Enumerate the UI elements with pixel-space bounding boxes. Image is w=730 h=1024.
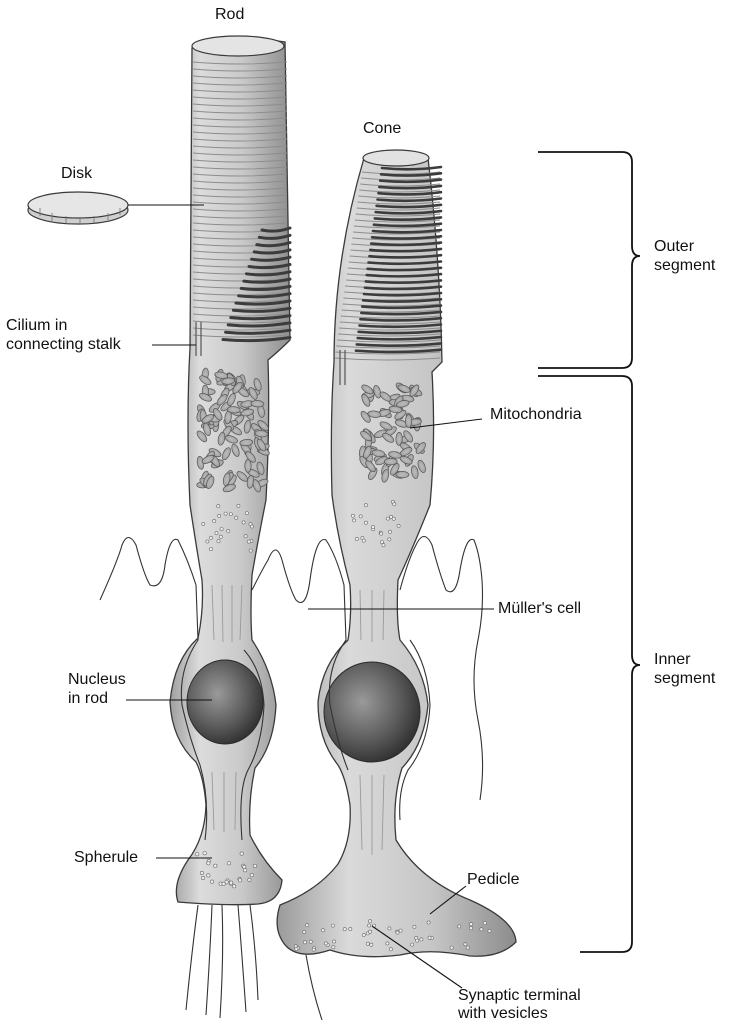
synaptic-leader [371,925,463,989]
rod-label: Rod [215,6,244,23]
mitochondria-label: Mitochondria [490,406,582,423]
nucleus-label-line1: Nucleus [68,671,126,688]
cone-mitochondria [358,382,426,483]
inner-segment-label-line2: segment [654,670,716,687]
pedicle-label: Pedicle [467,871,520,888]
labels: Rod Cone Disk Cilium in connecting stalk… [6,6,716,1022]
rod-cell [169,35,292,1019]
spherule-vesicles [195,851,258,889]
cone-axon-fiber [305,954,323,1021]
cone-label: Cone [363,120,401,137]
disk-label: Disk [61,165,93,182]
cone-nucleus [323,661,421,763]
outer-segment-label-line2: segment [654,257,716,274]
cone-granules [350,499,401,548]
rod-stalk-fibers [211,584,243,832]
outer-segment-label-line1: Outer [654,238,695,255]
rod-axon-fibers [185,904,259,1019]
inner-segment-label-line1: Inner [654,651,691,668]
rod-exposed-disks [221,226,292,343]
cone-top [362,149,430,167]
isolated-disk [27,191,129,225]
synaptic-label-line2: with vesicles [457,1005,548,1022]
rod-disk-stack [192,61,288,338]
leader-lines [126,204,494,989]
cone-stalk-fibers [359,589,385,855]
rod-nucleus [186,659,264,745]
cone-cell [276,149,517,1021]
pedicle-leader [429,885,467,915]
inner-segment-brace [538,375,641,953]
synaptic-label-line1: Synaptic terminal [458,987,581,1004]
cone-body [276,152,517,958]
spherule-label: Spherule [74,849,138,866]
rod-granules [201,503,254,553]
rod-mitochondria [196,367,270,493]
mitochondria-leader [409,418,483,429]
rod-top [191,35,285,57]
muller-cell-label: Müller's cell [498,600,581,617]
cilium-label-line1: Cilium in [6,317,67,334]
cone-cilium [339,350,346,385]
rod-cilium [195,322,202,356]
cone-exposed-disks [354,165,443,354]
outer-segment-brace [538,151,641,369]
cilium-label-line2: connecting stalk [6,336,122,353]
nucleus-label-line2: in rod [68,690,108,707]
muller-cell-processes [99,535,484,841]
pedicle-vesicles [293,919,492,952]
